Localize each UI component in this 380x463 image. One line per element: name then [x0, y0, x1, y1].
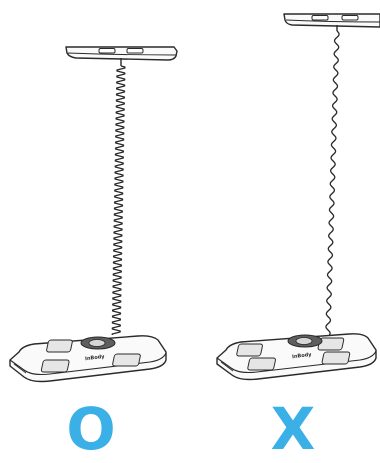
scale-base-incorrect: InBody [217, 334, 376, 380]
figure-correct: InBody [0, 47, 177, 382]
incorrect-mark: X [253, 404, 333, 454]
correct-mark: O [51, 404, 131, 454]
stretched-cable [326, 31, 339, 335]
hand-electrode-correct [66, 47, 177, 66]
coiled-cable [112, 66, 125, 335]
hand-electrode-incorrect [284, 14, 380, 31]
figure-incorrect: InBody [217, 14, 380, 380]
scale-base-correct: InBody [0, 336, 166, 382]
